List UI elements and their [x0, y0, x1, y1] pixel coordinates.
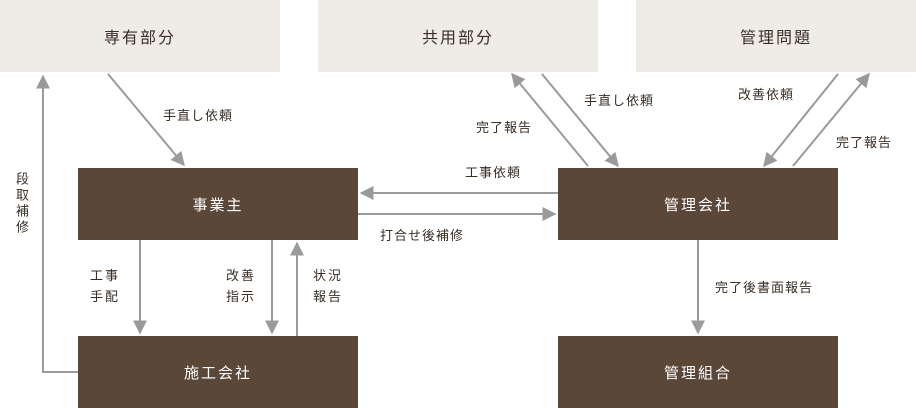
label-seko-to-senyu: 段取補修 [13, 172, 28, 236]
node-senyu-bubun: 専有部分 [0, 0, 280, 72]
arrow-senyu-to-jigyonushi [107, 73, 185, 167]
node-kanri-kumiai: 管理組合 [558, 336, 838, 408]
label-seko-to-jigyonushi: 状況 報告 [313, 269, 344, 305]
label-kanri-to-mondai: 完了報告 [836, 136, 893, 151]
node-seko-gaisha: 施工会社 [78, 336, 358, 408]
arrow-kanri-to-mondai [792, 72, 870, 167]
label-kyoyo-to-kanri: 手直し依頼 [584, 94, 655, 109]
node-kanri-gaisha: 管理会社 [558, 168, 838, 240]
arrow-kyoyo-to-kanri [541, 73, 619, 168]
label-senyu-to-jigyonushi: 手直し依頼 [163, 109, 234, 124]
label-jigyonushi-to-seko-1: 工事 手配 [90, 269, 121, 305]
label-jigyonushi-to-kanri: 打合せ後補修 [380, 229, 465, 244]
node-jigyonushi: 事業主 [78, 168, 358, 240]
label-jigyonushi-to-seko-2: 改善 指示 [226, 269, 257, 305]
label-kanri-to-jigyonushi: 工事依頼 [465, 166, 522, 181]
arrow-seko-to-senyu [36, 74, 78, 373]
arrow-kanri-to-kyoyo [511, 72, 589, 167]
node-kanri-mondai: 管理問題 [636, 0, 916, 72]
label-mondai-to-kanri: 改善依頼 [738, 88, 795, 103]
arrow-mondai-to-kanri [763, 73, 839, 168]
label-kanri-to-kyoyo: 完了報告 [476, 121, 533, 136]
label-kanri-to-kumiai: 完了後書面報告 [715, 281, 814, 296]
node-kyoyo-bubun: 共用部分 [318, 0, 598, 72]
